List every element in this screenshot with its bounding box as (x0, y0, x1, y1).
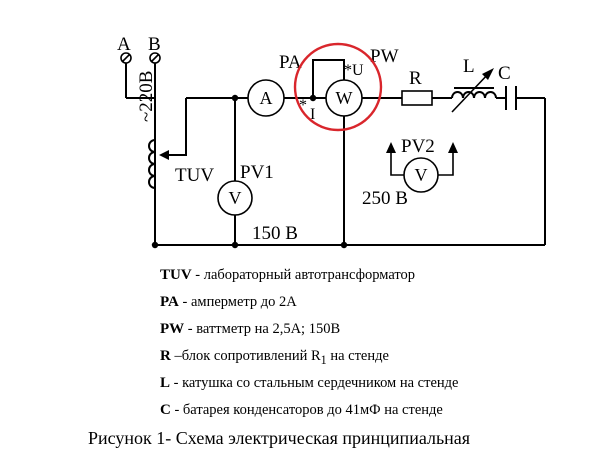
ammeter-symbol: A (247, 79, 285, 117)
inductor-adjust-arrow (451, 71, 491, 113)
terminal-b (149, 52, 161, 64)
tuv-label: TUV (175, 165, 214, 186)
legend-key: PA (160, 294, 179, 310)
legend-key: C (160, 402, 171, 418)
terminal-a (120, 52, 132, 64)
legend: TUV - лабораторный автотрансформатор PA … (160, 264, 600, 426)
circuit-wires (125, 59, 546, 246)
pa-label: PA (279, 52, 302, 73)
current-terminal-star: * (299, 97, 307, 114)
pw-label: PW (370, 46, 399, 67)
legend-text: - батарея конденсаторов до 41мФ на стенд… (170, 402, 443, 418)
circuit-diagram: A B ~220В TUV A PA W *U * I PW R L C V P… (117, 34, 546, 249)
legend-text: - ваттметр на 2,5А; 150В (184, 321, 341, 337)
legend-text: - лабораторный автотрансформатор (191, 267, 416, 283)
legend-row-tuv: TUV - лабораторный автотрансформатор (160, 264, 600, 291)
wattmeter-highlight-circle (293, 42, 383, 132)
junction-dots (151, 94, 348, 249)
current-terminal-letter: I (310, 106, 315, 123)
legend-subscript: 1 (320, 352, 327, 367)
r-label: R (409, 68, 422, 89)
ammeter-letter: A (260, 88, 273, 108)
figure-caption: Рисунок 1- Схема электрическая принципиа… (88, 428, 471, 448)
voltmeter-pv2-probe: V (386, 142, 458, 193)
voltmeter-pv1-symbol: V (217, 180, 253, 216)
legend-tail: на стенде (326, 348, 389, 364)
wattmeter-symbol: W (325, 79, 363, 117)
autotransformer-coil (148, 139, 156, 189)
pv1-range-label: 150 В (252, 223, 298, 244)
pv1-label: PV1 (240, 162, 274, 183)
legend-row-l: L - катушка со стальным сердечником на с… (160, 372, 600, 399)
pv2-range-label: 250 В (362, 188, 408, 209)
legend-key: R (160, 348, 171, 364)
voltmeter-pv1-letter: V (229, 188, 242, 208)
legend-key: L (160, 375, 171, 391)
legend-row-c: C - батарея конденсаторов до 41мФ на сте… (160, 399, 600, 426)
legend-text: - катушка со стальным сердечником на сте… (170, 375, 459, 391)
c-label: C (498, 63, 511, 84)
legend-row-pa: PA - амперметр до 2А (160, 291, 600, 318)
legend-row-r: R –блок сопротивлений R1 на стенде (160, 345, 600, 372)
legend-key: PW (160, 321, 185, 337)
terminal-a-label: A (117, 34, 131, 55)
wattmeter-letter: W (336, 88, 353, 108)
l-label: L (463, 56, 475, 77)
inductor-arrow-head (482, 68, 494, 80)
inductor-coil (451, 91, 497, 99)
legend-text: –блок сопротивлений R (170, 348, 321, 364)
voltage-terminal-label: *U (344, 62, 364, 79)
legend-row-pw: PW - ваттметр на 2,5А; 150В (160, 318, 600, 345)
terminal-b-label: B (148, 34, 161, 55)
legend-key: TUV (160, 267, 192, 283)
legend-text: - амперметр до 2А (178, 294, 297, 310)
voltmeter-pv2-letter: V (415, 165, 428, 185)
supply-voltage-label: ~220В (136, 71, 157, 122)
resistor-symbol (401, 90, 433, 106)
autotransformer-slider-arrow (159, 150, 169, 160)
pv2-label: PV2 (401, 136, 435, 157)
